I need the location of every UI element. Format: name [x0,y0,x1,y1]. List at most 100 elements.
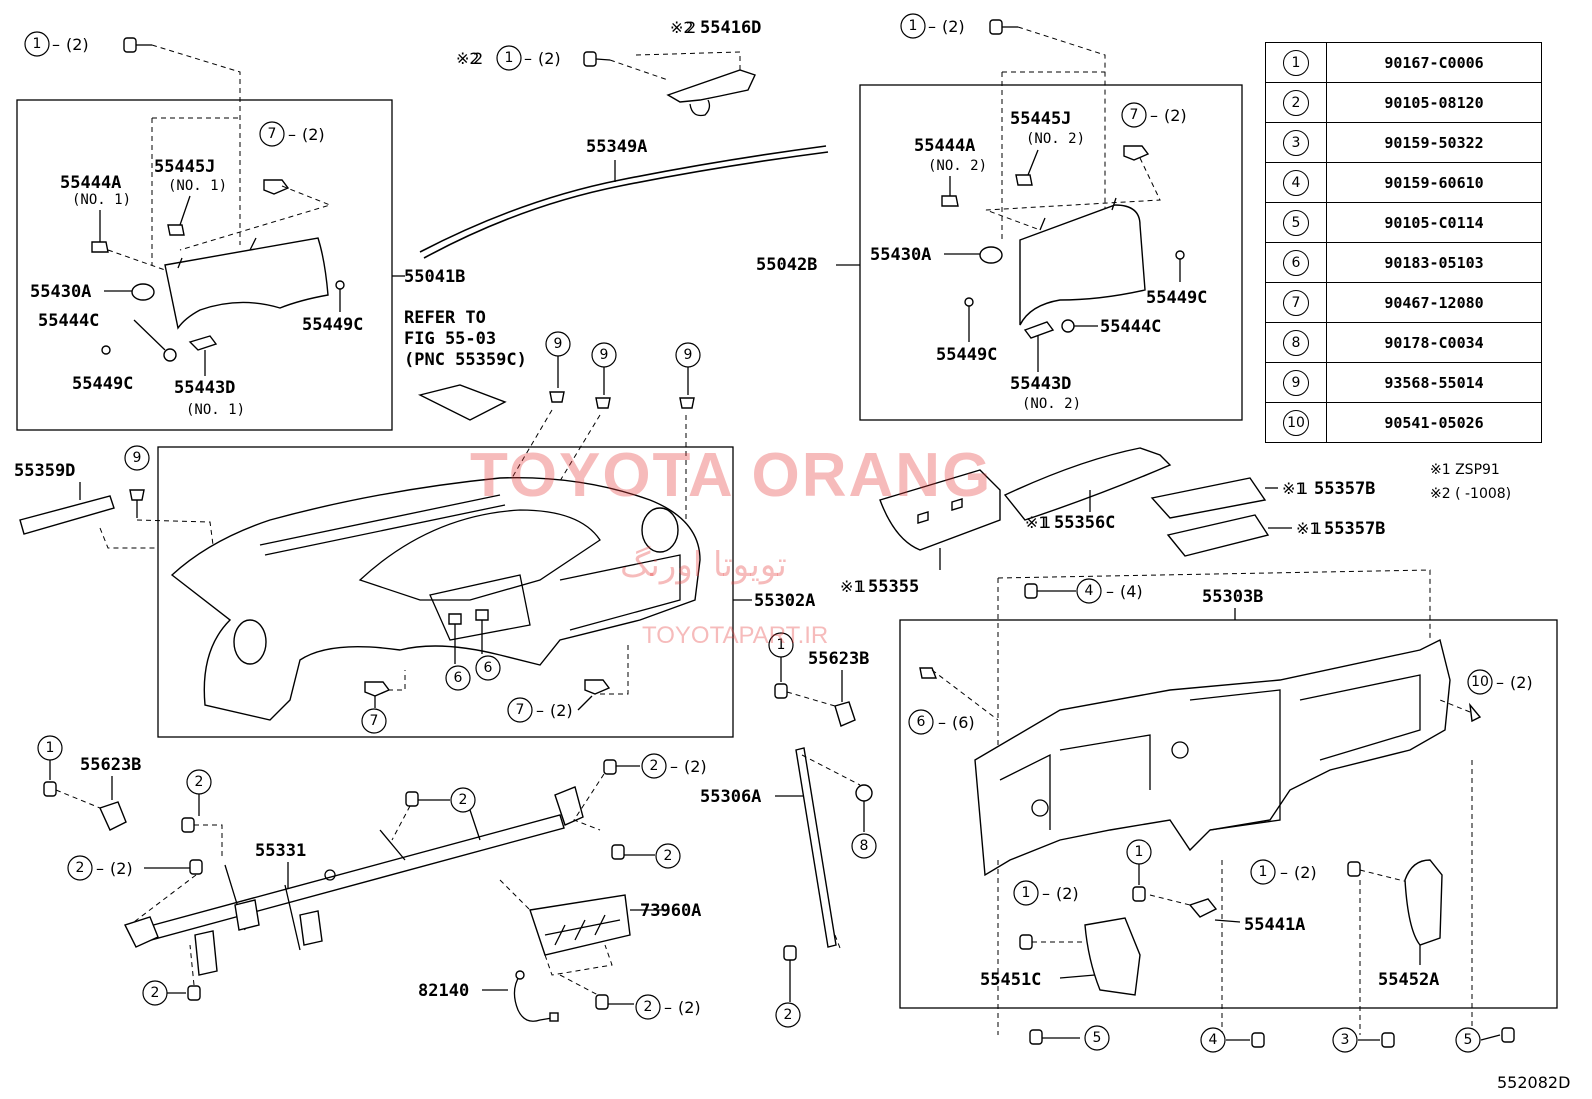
pad-55359C [417,384,507,421]
ref-number: 10 [1283,409,1309,436]
svg-text:(2): (2) [302,125,325,144]
svg-text:1: 1 [856,577,866,596]
label-55443D-left: 55443D [174,378,235,398]
svg-text:2: 2 [784,1007,793,1023]
svg-text:–: – [1042,884,1050,903]
svg-text:–: – [664,998,672,1017]
callout-9-bolts: 9 9 9 [545,331,701,368]
svg-text:7: 7 [1130,107,1139,123]
label-55444A-left: 55444A [60,173,121,193]
label-55041B: 55041B [404,267,465,287]
svg-text:(2): (2) [110,859,133,878]
svg-text:1: 1 [33,36,42,52]
svg-text:8: 8 [860,838,869,854]
label-55444C-left: 55444C [38,311,99,331]
callout-7-2-mid: 7 –(2) [507,697,573,723]
ref-number-cell: 10 [1265,402,1327,443]
ref-number-cell: 3 [1265,122,1327,163]
brace-55306A [795,747,837,948]
svg-text:(NO. 2): (NO. 2) [1022,396,1081,412]
ref-number: 2 [1283,89,1309,116]
callout-note2-1-2: ※2 2 1 –(2) [456,45,561,71]
label-55452A: 55452A [1378,970,1439,990]
pad-55357B-2 [1166,514,1270,557]
ref-number-cell: 9 [1265,362,1327,403]
svg-text:※2: ※2 [456,49,480,68]
svg-text:2: 2 [151,985,160,1001]
svg-text:6: 6 [484,660,493,676]
svg-text:–: – [938,713,946,732]
reinforcement-55303B [974,638,1451,877]
ref-number: 3 [1283,129,1309,156]
ref-number-cell: 4 [1265,162,1327,203]
svg-text:9: 9 [133,450,142,466]
svg-text:(2): (2) [66,35,89,54]
svg-text:7: 7 [370,713,379,729]
svg-text:–: – [1280,863,1288,882]
svg-text:6: 6 [917,714,926,730]
callout-1-2-lowright: 1 –(2) [1250,859,1317,885]
svg-text:1: 1 [1135,844,1144,860]
svg-text:–: – [928,17,936,36]
svg-text:1: 1 [1298,479,1308,498]
watermark-arabic: تویوتا اورنگ [620,545,787,585]
label-55416D: 55416D [700,18,761,38]
svg-text:※1: ※1 [1296,519,1320,538]
ref-number-cell: 8 [1265,322,1327,363]
svg-text:6: 6 [454,670,463,686]
note-2: ※2 ( -1008) [1430,486,1512,502]
label-55444A-right: 55444A [914,136,975,156]
part-number: 90541-05026 [1326,402,1542,443]
label-55623B-right: 55623B [808,649,869,669]
callout-1-2-duct: 1 –(2) [1013,880,1079,906]
svg-text:(2): (2) [1056,884,1079,903]
panel-55042B [1019,197,1146,326]
svg-text:REFER TO: REFER TO [404,308,486,328]
ref-number-cell: 1 [1265,42,1327,83]
ref-number: 4 [1283,169,1309,196]
label-55355: 55355 [868,577,919,597]
part-number: 90105-C0114 [1326,202,1542,243]
callout-7-2-left: 7 –(2) [259,121,325,147]
svg-text:–: – [96,859,104,878]
label-55451C: 55451C [980,970,1041,990]
label-55444C-right: 55444C [1100,317,1161,337]
part-number: 90167-C0006 [1326,42,1542,83]
part-number: 90467-12080 [1326,282,1542,323]
label-55357B-2: 55357B [1324,519,1385,539]
bar-55359D [19,495,115,535]
label-55303B: 55303B [1202,587,1263,607]
frame-55303B [899,619,1558,1009]
bolt-icon [123,37,152,53]
label-55443D-right: 55443D [1010,374,1071,394]
svg-text:1: 1 [1022,885,1031,901]
label-55302A: 55302A [754,591,815,611]
pad-55356C [1003,447,1172,521]
label-82140: 82140 [418,981,469,1001]
svg-text:(NO. 1): (NO. 1) [186,402,245,418]
svg-text:4: 4 [1209,1032,1218,1048]
svg-text:(PNC 55359C): (PNC 55359C) [404,350,527,370]
label-55449C-left-1: 55449C [72,374,133,394]
svg-text:5: 5 [1093,1030,1102,1046]
note-1: ※1 ZSP91 [1430,462,1500,478]
label-55306A: 55306A [700,787,761,807]
label-55042B: 55042B [756,255,817,275]
svg-text:(NO. 1): (NO. 1) [168,178,227,194]
svg-text:–: – [670,757,678,776]
label-55356C: 55356C [1054,513,1115,533]
svg-text:2: 2 [76,860,85,876]
svg-text:(2): (2) [1294,863,1317,882]
frame-55302A [157,446,734,738]
parts-table-row: 10 90541-05026 [1265,402,1542,443]
svg-text:–: – [524,49,532,68]
strip-55349A [419,145,827,253]
callout-10-2: 10 –(2) [1467,669,1533,695]
